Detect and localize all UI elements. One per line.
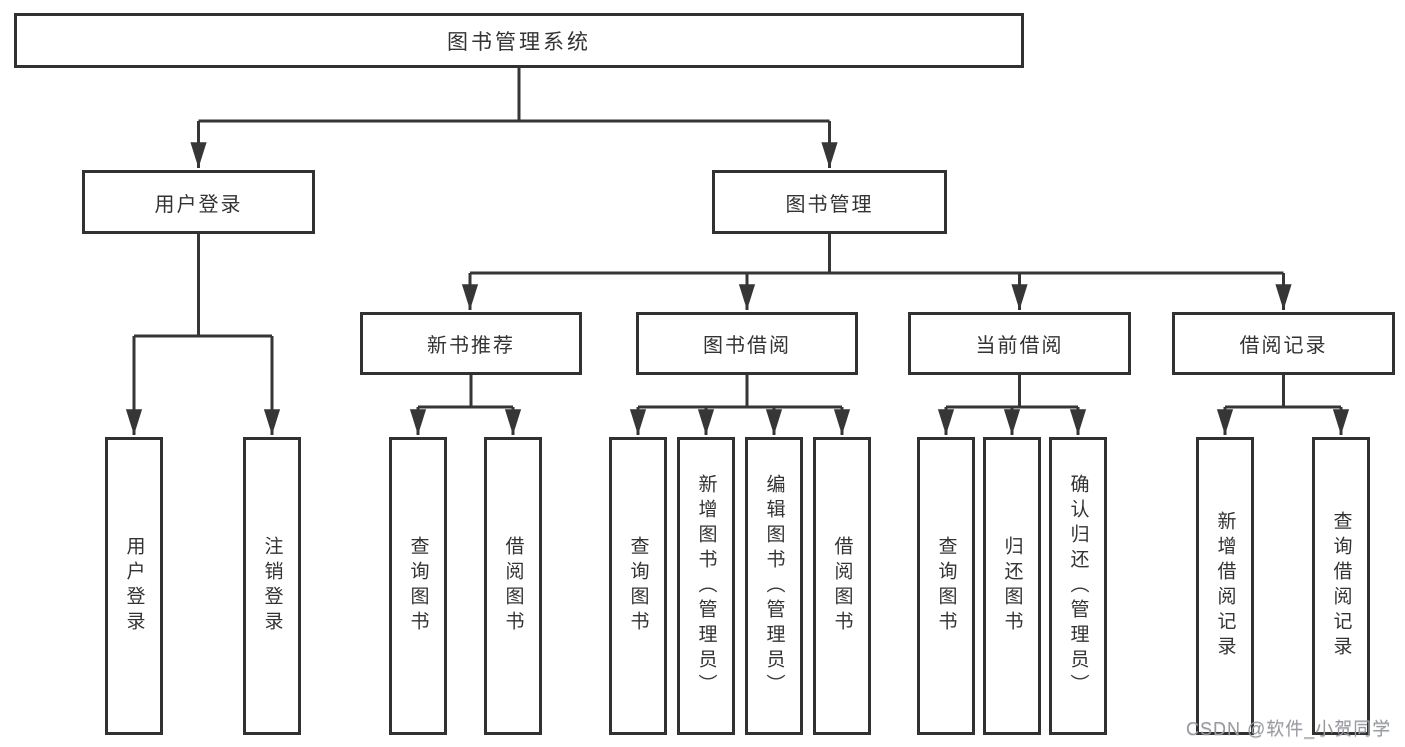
- csdn-watermark: CSDN @软件_小贺同学: [1186, 719, 1392, 739]
- node-user-login: 用户登录: [82, 170, 315, 234]
- node-label: 图书借阅: [703, 335, 791, 357]
- leaf-label: 注销登录: [261, 536, 283, 636]
- leaf-query-books: 查询图书: [389, 437, 447, 735]
- leaf-label: 借阅图书: [831, 536, 853, 636]
- node-book-management: 图书管理: [712, 170, 947, 234]
- node-label: 新书推荐: [427, 335, 515, 357]
- leaf-label: 用户登录: [123, 536, 145, 636]
- leaf-label: 确认归还（管理员）: [1067, 473, 1089, 699]
- connector-group: [125, 68, 1350, 435]
- node-new-book-recommendation: 新书推荐: [360, 312, 582, 375]
- leaf-add-books-admin: 新增图书（管理员）: [677, 437, 735, 735]
- node-label: 图书管理系统: [447, 30, 591, 54]
- leaf-query-borrow-record: 查询借阅记录: [1312, 437, 1370, 735]
- leaf-label: 新增图书（管理员）: [695, 473, 717, 699]
- leaf-label: 归还图书: [1001, 536, 1023, 636]
- leaf-borrow-books: 借阅图书: [813, 437, 871, 735]
- leaf-confirm-return-admin: 确认归还（管理员）: [1049, 437, 1107, 735]
- leaf-query-books: 查询图书: [609, 437, 667, 735]
- leaf-label: 编辑图书（管理员）: [763, 473, 785, 699]
- leaf-label: 查询图书: [407, 536, 429, 636]
- node-borrowing-records: 借阅记录: [1172, 312, 1395, 375]
- leaf-return-books: 归还图书: [983, 437, 1041, 735]
- node-book-borrowing: 图书借阅: [636, 312, 858, 375]
- node-label: 图书管理: [785, 193, 874, 216]
- leaf-label: 查询借阅记录: [1330, 511, 1352, 661]
- leaf-label: 查询图书: [935, 536, 957, 636]
- leaf-query-books: 查询图书: [917, 437, 975, 735]
- node-label: 借阅记录: [1239, 335, 1328, 357]
- leaf-label: 查询图书: [627, 536, 649, 636]
- leaf-add-borrow-record: 新增借阅记录: [1196, 437, 1254, 735]
- node-label: 用户登录: [154, 193, 243, 216]
- leaf-label: 借阅图书: [502, 536, 524, 636]
- node-label: 当前借阅: [975, 335, 1064, 357]
- leaf-borrow-books: 借阅图书: [484, 437, 542, 735]
- node-library-management-system: 图书管理系统: [14, 13, 1024, 68]
- leaf-user-login: 用户登录: [105, 437, 163, 735]
- leaf-edit-books-admin: 编辑图书（管理员）: [745, 437, 803, 735]
- node-current-borrowing: 当前借阅: [908, 312, 1131, 375]
- leaf-logout: 注销登录: [243, 437, 301, 735]
- leaf-label: 新增借阅记录: [1214, 511, 1236, 661]
